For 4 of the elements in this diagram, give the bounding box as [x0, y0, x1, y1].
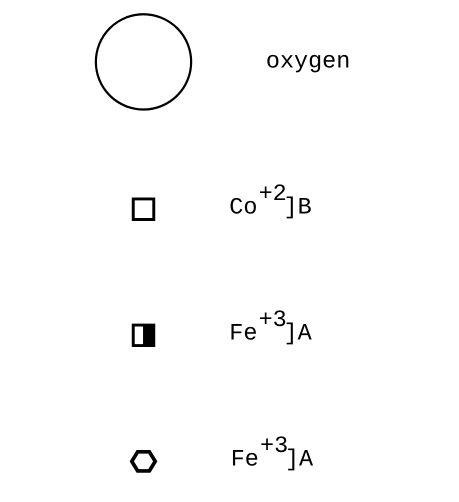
node-label: oxygen [265, 48, 350, 76]
node-hexagon [129, 450, 157, 473]
node-circle [94, 13, 192, 111]
node-box [131, 198, 155, 221]
